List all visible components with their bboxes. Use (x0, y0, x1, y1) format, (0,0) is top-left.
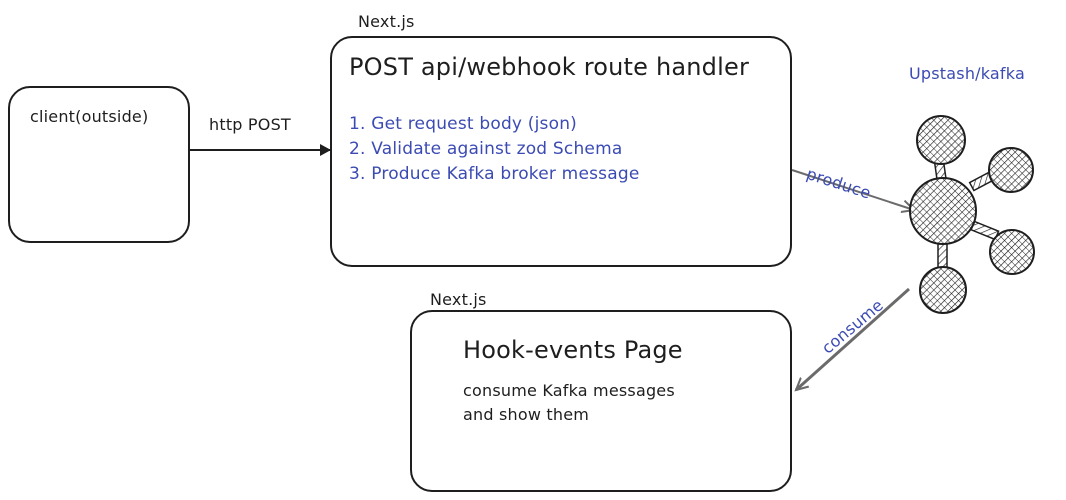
page-desc-line-2: and show them (463, 405, 590, 424)
edge-consume-arrow (796, 287, 910, 390)
handler-step-2: 2. Validate against zod Schema (349, 139, 623, 159)
page-box (410, 310, 792, 492)
handler-title: POST api/webhook route handler (349, 53, 750, 81)
edge-http-post-label: http POST (209, 115, 291, 134)
page-framework-label: Next.js (430, 290, 487, 309)
edge-produce-arrow (791, 169, 914, 210)
page-title: Hook-events Page (463, 336, 683, 364)
handler-step-1: 1. Get request body (json) (349, 114, 578, 134)
client-label: client(outside) (30, 107, 149, 126)
handler-step-3: 3. Produce Kafka broker message (349, 164, 640, 184)
client-box (8, 86, 190, 243)
kafka-cluster-icon (909, 115, 1035, 314)
handler-framework-label: Next.js (358, 12, 415, 31)
page-desc-line-1: consume Kafka messages (463, 381, 675, 400)
handler-box (330, 36, 792, 267)
kafka-label: Upstash/kafka (909, 64, 1025, 83)
